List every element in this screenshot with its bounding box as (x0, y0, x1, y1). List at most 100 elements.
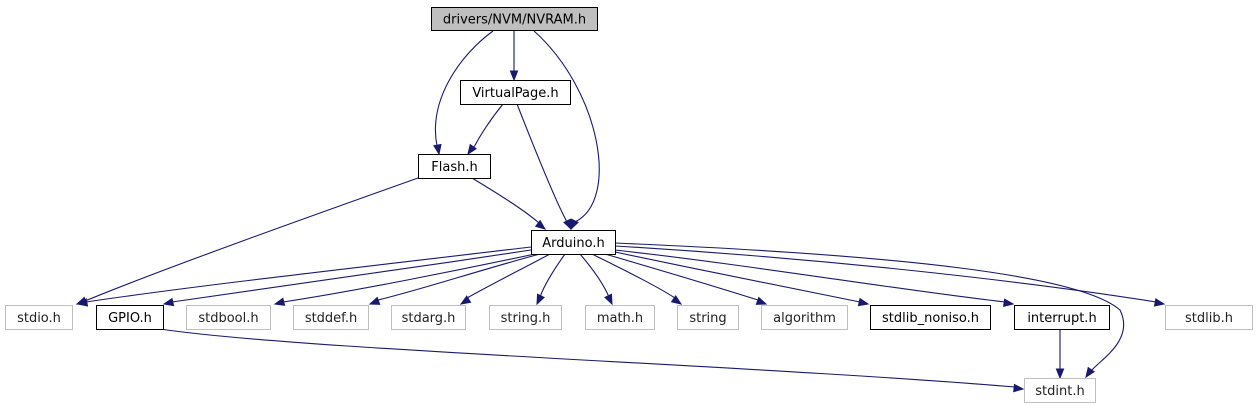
node-label: math.h (597, 311, 643, 326)
arrowhead-icon (1055, 368, 1065, 380)
arrowhead-icon (162, 297, 175, 307)
node-box (489, 305, 562, 330)
node-label: stdbool.h (198, 311, 258, 326)
edge-line (614, 251, 861, 303)
edge-arduino-to-interrupt (614, 249, 1015, 307)
node-box (531, 230, 616, 255)
arrowhead-icon (534, 219, 547, 230)
arrowhead-icon (368, 296, 381, 305)
node-box (186, 305, 271, 330)
node-arduino[interactable]: Arduino.h (531, 230, 616, 255)
node-label: stdlib_noniso.h (882, 311, 979, 326)
arrowhead-icon (857, 297, 870, 307)
arrowhead-icon (670, 294, 683, 305)
edge-line (614, 249, 1006, 303)
node-box (418, 154, 491, 179)
edge-line (466, 253, 551, 299)
edge-arduino-to-algorithm (604, 253, 768, 305)
edge-arduino-to-stddef (368, 253, 541, 305)
edge-line (604, 253, 759, 301)
edge-arduino-to-math (579, 253, 613, 306)
node-stdbool: stdbool.h (186, 305, 271, 330)
node-label: Flash.h (431, 160, 477, 175)
node-math: math.h (585, 305, 655, 330)
node-label: stdio.h (17, 311, 61, 326)
arrowhead-icon (1002, 298, 1015, 307)
edge-line (471, 177, 540, 224)
node-stdarg: stdarg.h (391, 305, 466, 330)
edge-flash-to-arduino (471, 177, 547, 230)
node-box (870, 305, 991, 330)
edge-nvram-to-arduino (533, 30, 600, 231)
node-box (460, 80, 571, 105)
node-box (1014, 305, 1110, 330)
arrowhead-icon (76, 298, 89, 307)
arrowhead-icon (1013, 383, 1025, 393)
node-stdlib: stdlib.h (1165, 305, 1253, 330)
node-box (585, 305, 655, 330)
node-box (1024, 378, 1096, 403)
edge-line (171, 249, 532, 303)
node-flash[interactable]: Flash.h (418, 154, 491, 179)
edge-virtualpage-to-flash (467, 103, 504, 156)
edge-arduino-to-stdlib (614, 245, 1166, 307)
arrowhead-icon (467, 143, 478, 156)
edge-virtualpage-to-arduino (516, 103, 572, 231)
arrowhead-icon (604, 293, 613, 306)
edges-layer (75, 30, 1166, 393)
edge-line (539, 253, 566, 298)
node-box (1165, 305, 1253, 330)
node-label: stdlib.h (1185, 311, 1233, 326)
edge-flash-to-stdio (75, 177, 419, 305)
node-label: string (689, 311, 726, 326)
node-label: stdint.h (1035, 384, 1084, 399)
arrowhead-icon (1153, 298, 1166, 307)
node-box (761, 305, 848, 330)
edge-line (282, 253, 536, 303)
arrowhead-icon (459, 295, 472, 305)
node-label: GPIO.h (108, 311, 152, 326)
arrowhead-icon (509, 70, 519, 82)
edge-line (435, 30, 494, 147)
arrowhead-icon (536, 293, 545, 306)
edge-line (591, 253, 676, 299)
node-stdint: stdint.h (1024, 378, 1096, 403)
node-label: Arduino.h (542, 236, 604, 251)
node-interrupt[interactable]: interrupt.h (1014, 305, 1110, 330)
edge-gpio-to-stdint (159, 328, 1025, 393)
node-box (293, 305, 369, 330)
edge-line (84, 177, 419, 302)
nodes-layer: drivers/NVM/NVRAM.hVirtualPage.hFlash.hA… (5, 7, 1253, 403)
edge-line (159, 328, 1016, 388)
edge-nvram-to-virtualpage (509, 31, 519, 82)
arrowhead-icon (433, 143, 442, 156)
node-box (391, 305, 466, 330)
node-label: drivers/NVM/NVRAM.h (443, 13, 586, 28)
node-box (96, 305, 164, 330)
edge-line (533, 30, 600, 223)
node-stdio: stdio.h (5, 305, 73, 330)
edge-line (614, 245, 1157, 303)
arrowhead-icon (1085, 366, 1096, 379)
node-gpio[interactable]: GPIO.h (96, 305, 164, 330)
node-stddef: stddef.h (293, 305, 369, 330)
edge-arduino-to-gpio (162, 249, 532, 307)
node-stdlib-noniso[interactable]: stdlib_noniso.h (870, 305, 991, 330)
node-virtualpage[interactable]: VirtualPage.h (460, 80, 571, 105)
node-label: stddef.h (305, 311, 357, 326)
edge-arduino-to-string_h (536, 253, 566, 306)
node-label: stdarg.h (402, 311, 456, 326)
node-algorithm: algorithm (761, 305, 848, 330)
edge-interrupt-to-stdint (1055, 329, 1065, 380)
node-nvram: drivers/NVM/NVRAM.h (431, 7, 598, 31)
edge-arduino-to-stdint (614, 242, 1125, 379)
edge-line (516, 103, 568, 223)
edge-arduino-to-stdarg (459, 253, 551, 305)
arrowhead-icon (755, 296, 768, 305)
arrowhead-icon (563, 218, 572, 231)
node-label: algorithm (773, 311, 836, 326)
edge-line (473, 103, 504, 148)
edge-line (377, 253, 541, 301)
node-label: string.h (501, 311, 551, 326)
arrowhead-icon (570, 218, 579, 231)
